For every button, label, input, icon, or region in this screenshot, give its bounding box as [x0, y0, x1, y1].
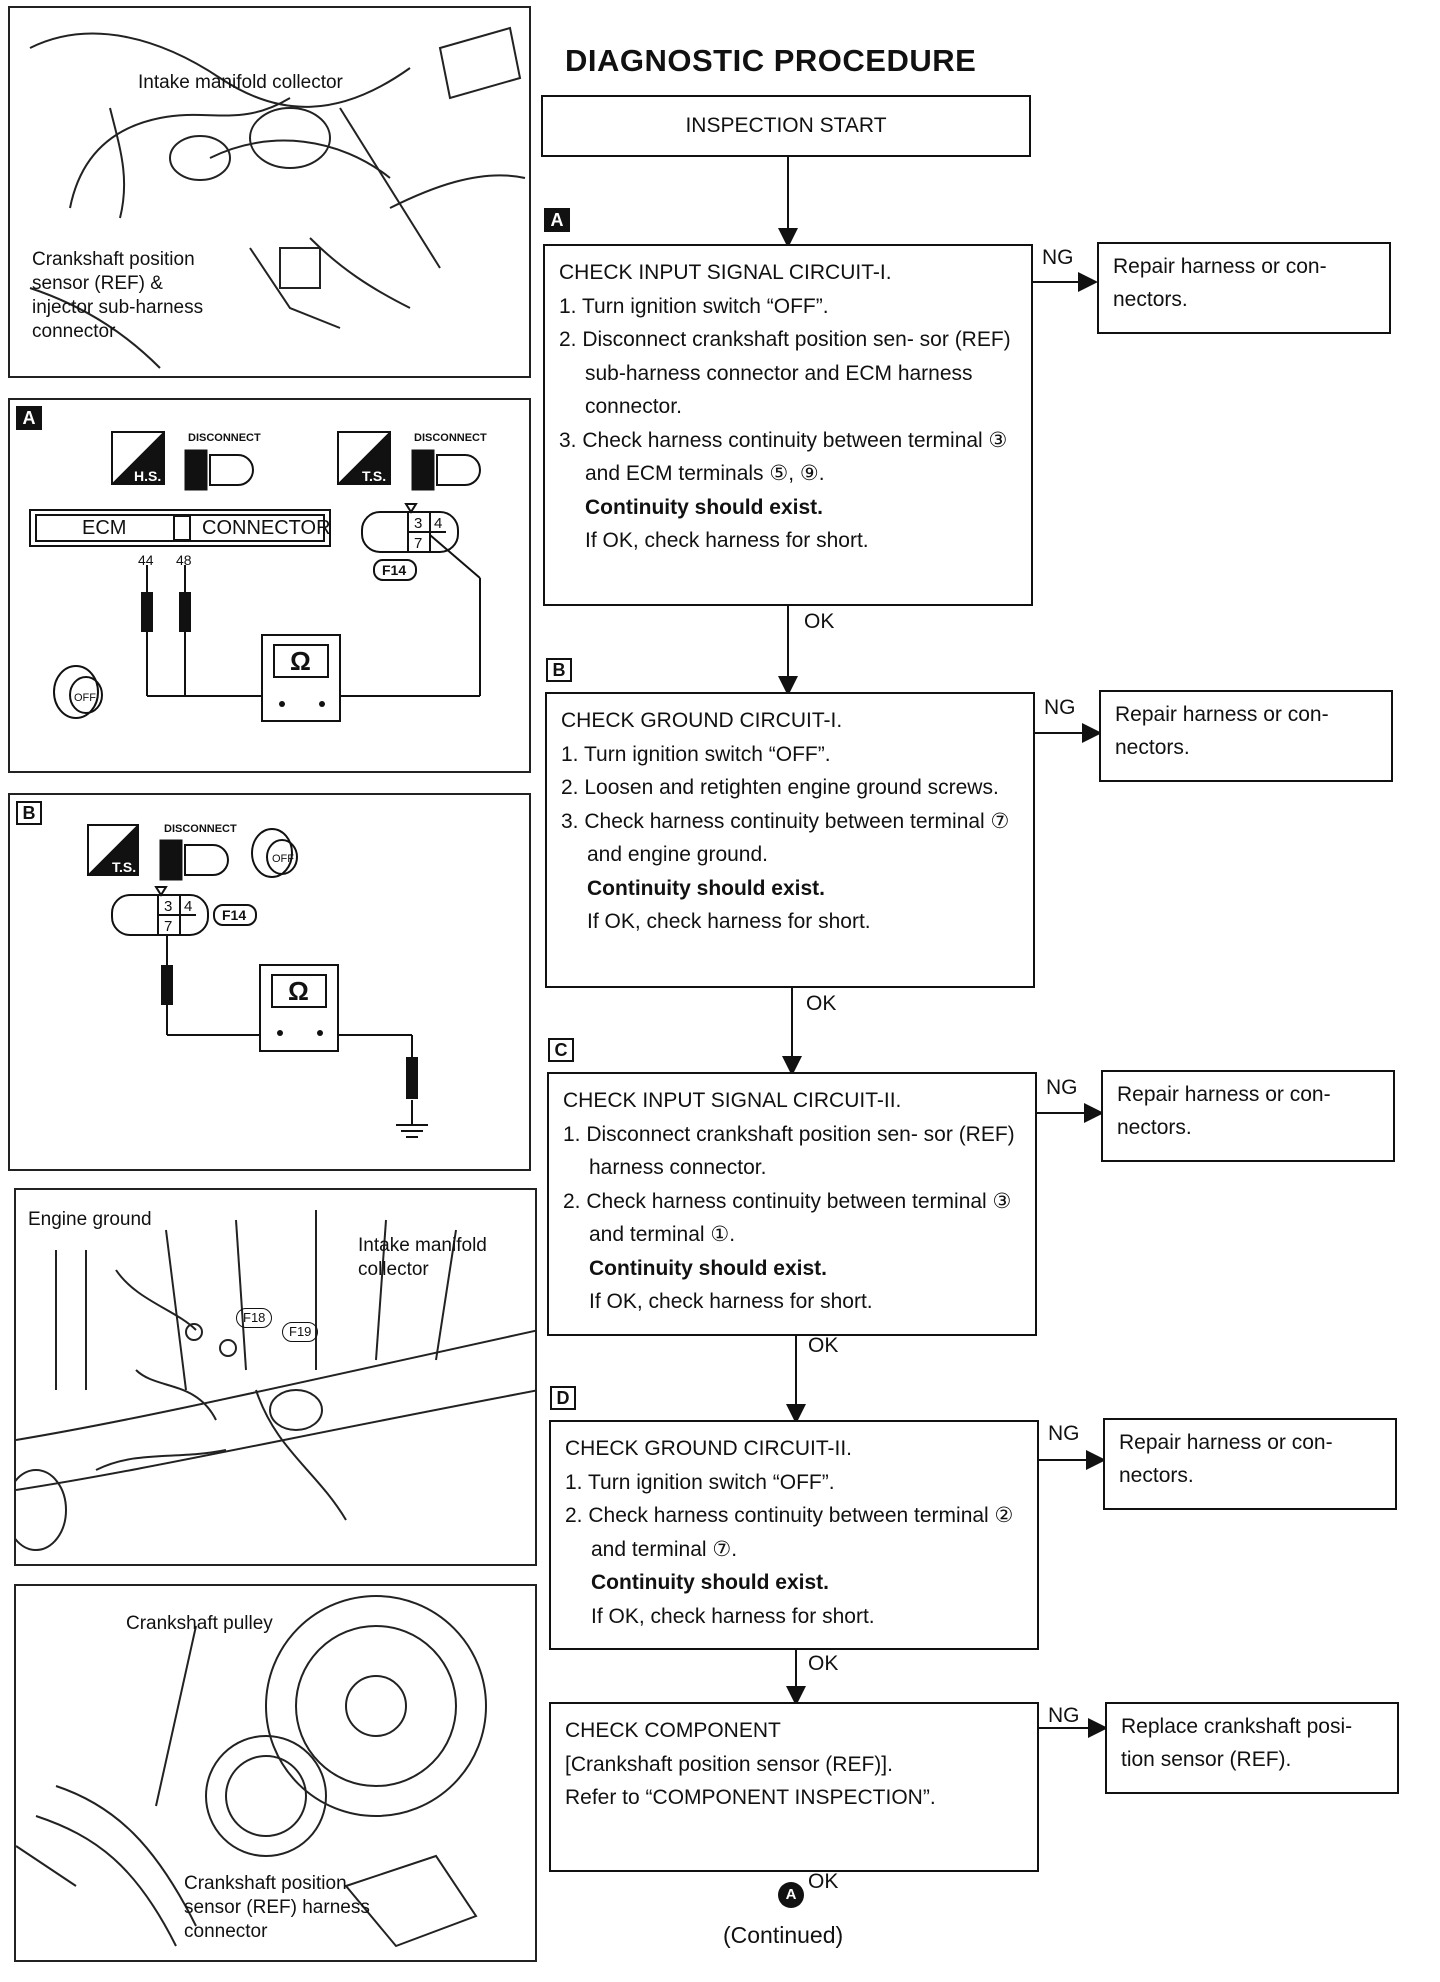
inspection-start-box: INSPECTION START	[541, 95, 1031, 157]
step-d-item-2: 2. Check harness continuity between term…	[565, 1504, 1014, 1561]
step-c-bold: Continuity should exist.	[589, 1256, 828, 1280]
disconnect-label-b: DISCONNECT	[164, 823, 237, 835]
component-ng-box: Replace crankshaft posi- tion sensor (RE…	[1105, 1702, 1399, 1794]
step-a-ng-box: Repair harness or con- nectors.	[1097, 242, 1391, 334]
step-d-ok: OK	[808, 1652, 839, 1675]
step-c-tag: C	[548, 1038, 574, 1062]
step-b-ng-box: Repair harness or con- nectors.	[1099, 690, 1393, 782]
step-b-ok: OK	[806, 992, 837, 1015]
ohm-symbol-b: Ω	[288, 976, 309, 1006]
step-a-item-1: 1. Turn ignition switch “OFF”.	[559, 294, 829, 318]
term-4-label: 4	[434, 515, 443, 532]
disconnect-label-2: DISCONNECT	[414, 432, 487, 444]
step-b-heading: CHECK GROUND CIRCUIT-I.	[561, 709, 843, 732]
step-d-item-1: 1. Turn ignition switch “OFF”.	[565, 1470, 835, 1494]
step-a-box: CHECK INPUT SIGNAL CIRCUIT-I. 1. Turn ig…	[543, 244, 1033, 606]
step-b-ng: NG	[1044, 696, 1076, 719]
f14-label-b: F14	[222, 907, 247, 923]
figure-b-tag: B	[16, 801, 42, 825]
step-a-ng: NG	[1042, 246, 1074, 269]
figure-a-tag: A	[16, 406, 42, 430]
step-c-box: CHECK INPUT SIGNAL CIRCUIT-II. 1. Discon…	[547, 1072, 1037, 1336]
step-a-note: If OK, check harness for short.	[585, 529, 869, 552]
f18-label: F18	[236, 1308, 273, 1328]
step-d-ng-box: Repair harness or con- nectors.	[1103, 1418, 1397, 1510]
ts-label-b: T.S.	[112, 859, 137, 875]
component-item-1: [Crankshaft position sensor (REF)].	[565, 1752, 893, 1776]
intake-manifold-label: Intake manifold collector	[138, 72, 343, 93]
step-b-note: If OK, check harness for short.	[587, 910, 871, 933]
engine-photo-1: Intake manifold collector Crankshaft pos…	[8, 6, 531, 378]
crank-pulley-sketch	[16, 1595, 487, 1948]
figure-a-wiring	[29, 430, 481, 722]
step-d-note: If OK, check harness for short.	[591, 1604, 875, 1628]
figure-b-panel: B	[8, 793, 531, 1171]
continued-connector-a: A	[778, 1882, 804, 1908]
component-box: CHECK COMPONENT [Crankshaft position sen…	[549, 1702, 1039, 1872]
step-c-item-1: 1. Disconnect crankshaft position sen- s…	[563, 1122, 1015, 1180]
term-3-label: 3	[414, 515, 423, 532]
step-c-ng-box: Repair harness or con- nectors.	[1101, 1070, 1395, 1162]
crank-harness-label: Crankshaft position sensor (REF) harness…	[184, 1873, 370, 1942]
engine-sketch-1	[29, 26, 526, 369]
step-b-item-2: 2. Loosen and retighten engine ground sc…	[561, 776, 999, 799]
continued-label: (Continued)	[723, 1922, 844, 1948]
component-heading: CHECK COMPONENT	[565, 1719, 781, 1742]
pin-44-label: 44	[138, 552, 154, 568]
component-item-2: Refer to “COMPONENT INSPECTION”.	[565, 1786, 936, 1809]
ohm-symbol: Ω	[290, 646, 311, 676]
step-b-tag: B	[546, 658, 572, 682]
step-a-ok: OK	[804, 610, 835, 633]
step-d-heading: CHECK GROUND CIRCUIT-II.	[565, 1437, 853, 1460]
step-c-heading: CHECK INPUT SIGNAL CIRCUIT-II.	[563, 1089, 902, 1112]
engine-ground-photo: Engine ground Intake manifold collector …	[14, 1188, 537, 1566]
component-ok: OK	[808, 1870, 839, 1893]
step-c-note: If OK, check harness for short.	[589, 1290, 873, 1313]
crank-sensor-label: Crankshaft position sensor (REF) & injec…	[32, 249, 204, 342]
step-b-item-3: 3. Check harness continuity between term…	[561, 809, 1010, 867]
step-c-item-2: 2. Check harness continuity between term…	[563, 1189, 1012, 1247]
figure-a-panel: A	[8, 398, 531, 773]
step-d-bold: Continuity should exist.	[591, 1571, 830, 1594]
term-7-label: 7	[414, 535, 423, 552]
pin-48-label: 48	[176, 552, 192, 568]
intake-collector-label: Intake manifold collector	[358, 1235, 487, 1280]
crankshaft-pulley-label: Crankshaft pulley	[126, 1613, 273, 1634]
step-a-bold: Continuity should exist.	[585, 495, 824, 519]
component-ng: NG	[1048, 1704, 1080, 1727]
term-4-label-b: 4	[184, 898, 193, 915]
ecm-label: ECM	[82, 517, 127, 539]
figure-b-wiring	[86, 823, 428, 1138]
step-b-item-1: 1. Turn ignition switch “OFF”.	[561, 742, 831, 766]
off-label: OFF	[74, 692, 96, 704]
connector-label: CONNECTOR	[202, 517, 331, 539]
step-d-tag: D	[550, 1386, 576, 1410]
step-b-bold: Continuity should exist.	[587, 876, 826, 900]
step-c-ng: NG	[1046, 1076, 1078, 1099]
ts-label: T.S.	[362, 468, 387, 484]
hs-label: H.S.	[134, 468, 162, 484]
step-c-ok: OK	[808, 1334, 839, 1357]
f14-label: F14	[382, 562, 407, 578]
engine-ground-sketch	[16, 1210, 535, 1551]
page-title: DIAGNOSTIC PROCEDURE	[565, 43, 977, 78]
step-b-box: CHECK GROUND CIRCUIT-I. 1. Turn ignition…	[545, 692, 1035, 988]
step-a-tag: A	[544, 208, 570, 232]
off-label-b: OFF	[272, 853, 294, 865]
step-d-box: CHECK GROUND CIRCUIT-II. 1. Turn ignitio…	[549, 1420, 1039, 1650]
crank-pulley-photo: Crankshaft pulley Crankshaft position se…	[14, 1584, 537, 1962]
engine-ground-label: Engine ground	[28, 1209, 152, 1230]
term-7-label-b: 7	[164, 918, 173, 935]
f19-label: F19	[282, 1322, 319, 1342]
step-d-ng: NG	[1048, 1422, 1080, 1445]
step-a-heading: CHECK INPUT SIGNAL CIRCUIT-I.	[559, 261, 892, 284]
term-3-label-b: 3	[164, 898, 173, 915]
step-a-item-2: 2. Disconnect crankshaft position sen- s…	[559, 328, 1011, 418]
disconnect-label-1: DISCONNECT	[188, 432, 261, 444]
step-a-item-3: 3. Check harness continuity between term…	[559, 428, 1008, 486]
